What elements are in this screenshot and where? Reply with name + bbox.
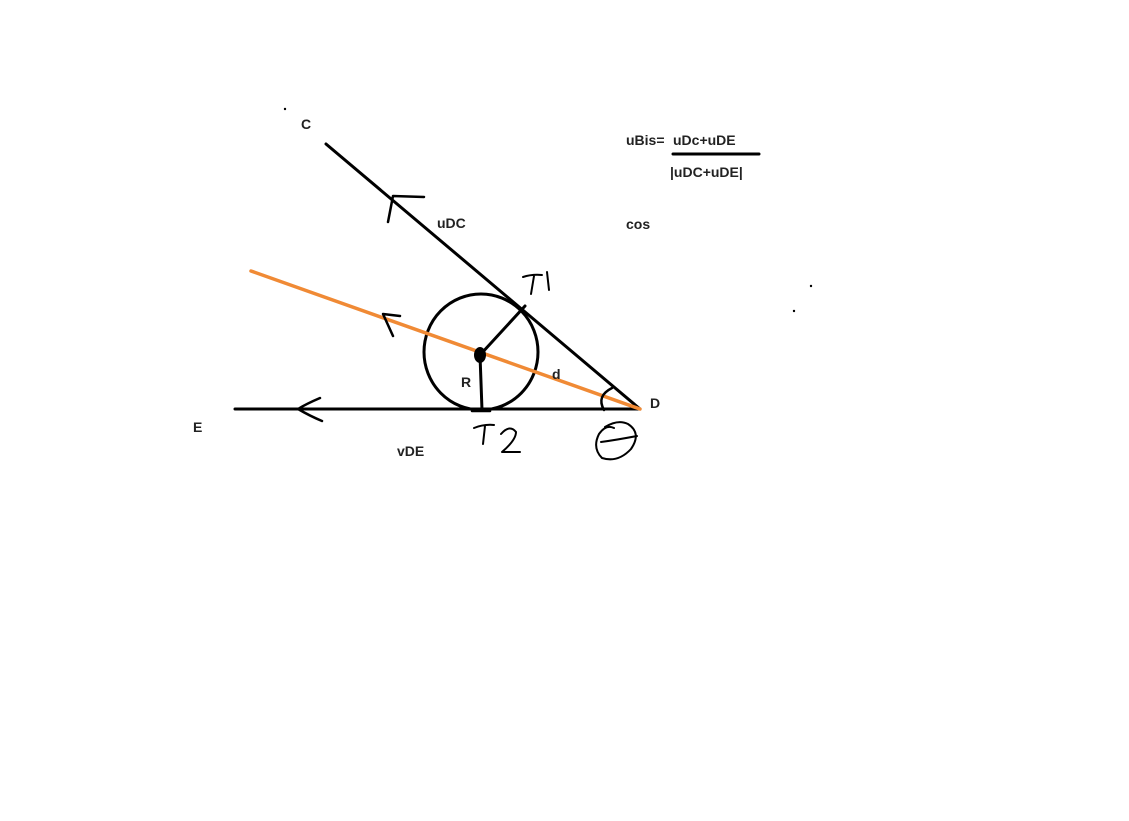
arrow-bisector-icon [381,312,402,338]
formula-denominator: |uDC+uDE| [670,164,743,180]
label-radius: R [461,374,471,390]
point-label-c: C [301,116,311,132]
stray-dot [792,309,796,313]
angle-arc-at-d [600,386,614,412]
formula-numerator: uDc+uDE [673,132,736,148]
label-udc: uDC [437,215,466,231]
label-cos: cos [626,216,650,232]
line-dc [324,142,642,411]
stray-dot [809,284,813,288]
label-vde: vDE [397,443,424,459]
handwritten-t2 [473,423,521,453]
formula-lhs: uBis= [626,132,665,148]
arrow-dc-icon [386,194,426,224]
handwritten-t1 [522,271,550,295]
point-label-d: D [650,395,660,411]
point-label-e: E [193,419,202,435]
theta-symbol-icon [595,421,637,461]
radius-to-t2 [478,353,484,412]
stray-dot [283,107,287,111]
arrow-de-icon [296,396,324,423]
radius-to-t1 [478,304,527,357]
label-distance: d [552,366,561,382]
bisector-line [249,269,642,411]
theta-bar [600,435,638,443]
